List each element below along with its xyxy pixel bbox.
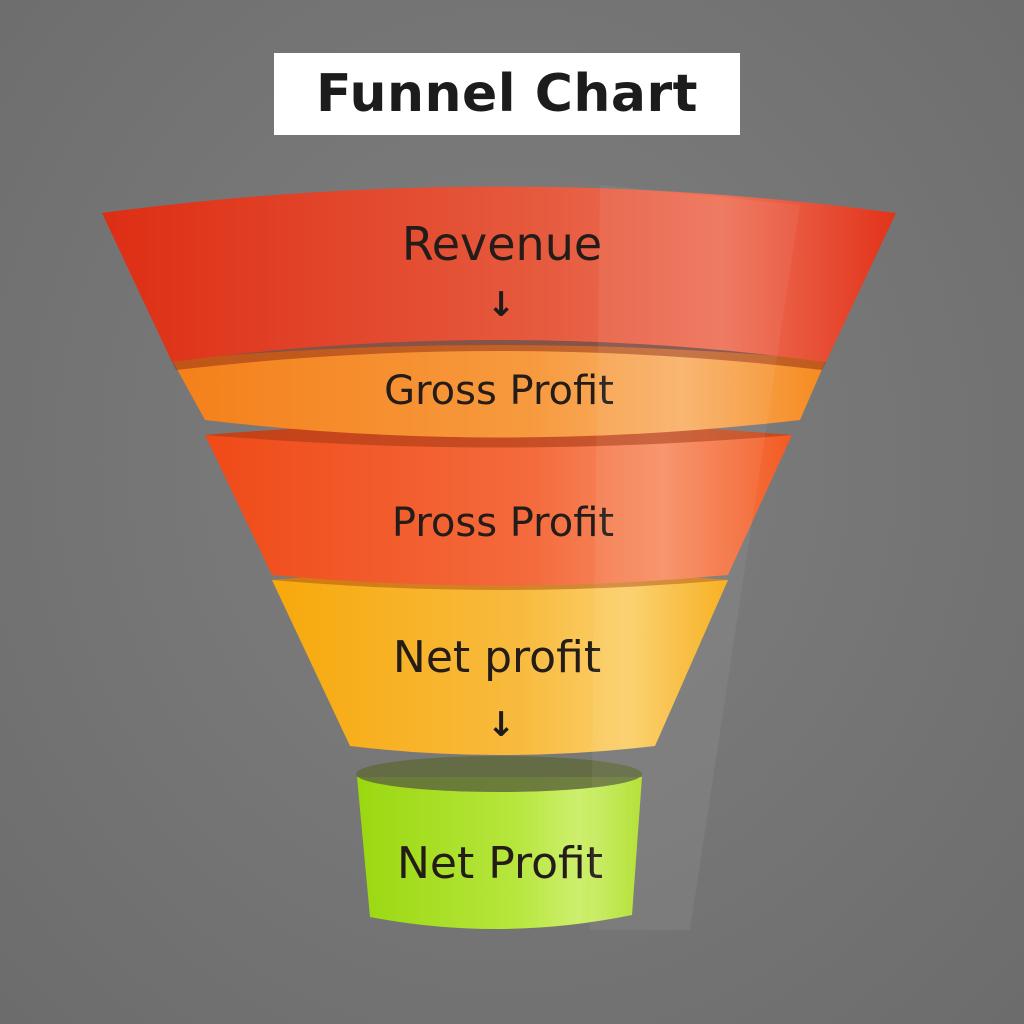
stage-label-net-profit: Net profit — [393, 632, 601, 683]
funnel-stage-revenue: Revenue ↓ — [102, 186, 896, 370]
gloss-highlight — [590, 185, 800, 930]
funnel-stage-net-profit-final: Net Profit — [356, 756, 642, 930]
stage-label-net-profit-final: Net Profit — [397, 838, 603, 889]
chart-title: Funnel Chart — [316, 64, 698, 124]
down-arrow-icon: ↓ — [487, 285, 516, 325]
stage-label-gross-profit: Gross Profit — [384, 368, 614, 414]
chart-title-box: Funnel Chart — [274, 53, 740, 135]
down-arrow-icon: ↓ — [487, 705, 516, 745]
funnel-stage-gross-profit: Gross Profit — [172, 345, 826, 438]
stage-label-pross-profit: Pross Profit — [392, 500, 614, 546]
stage-label-revenue: Revenue — [402, 217, 602, 271]
